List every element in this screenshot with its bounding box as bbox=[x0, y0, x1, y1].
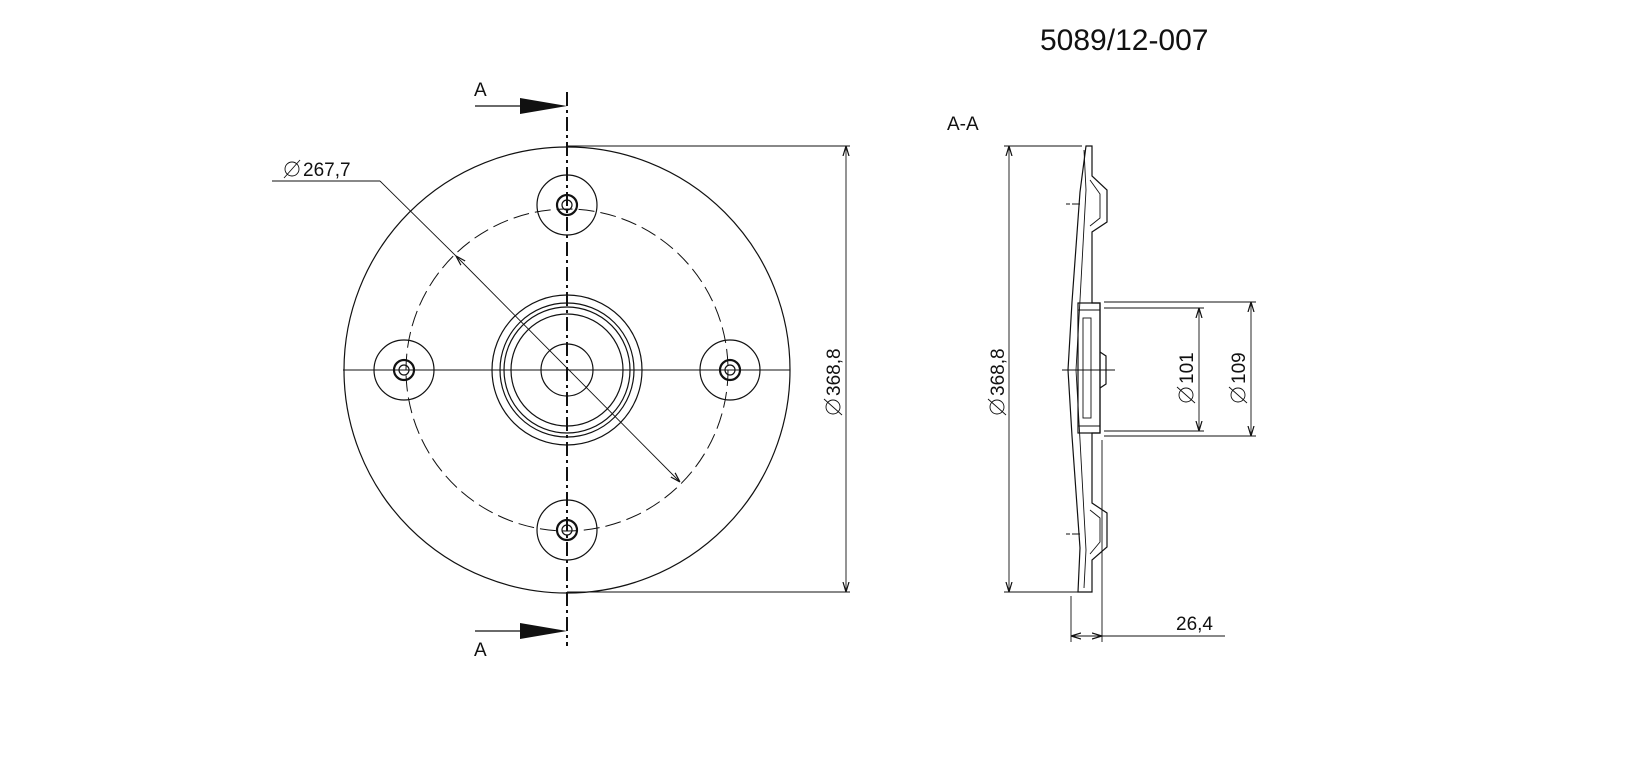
dim-thickness: 26,4 bbox=[1070, 440, 1225, 642]
dim-inner-109-value: 109 bbox=[1229, 352, 1250, 384]
dim-outer-diameter-front: 368,8 bbox=[567, 145, 850, 593]
section-letter-bottom: A bbox=[474, 640, 487, 661]
section-view-label: A-A bbox=[947, 114, 979, 135]
dim-outer-diameter-section-value: 368,8 bbox=[988, 348, 1009, 396]
dim-outer-diameter-front-value: 368,8 bbox=[824, 348, 845, 396]
dim-bolt-circle: 267,7 bbox=[272, 159, 680, 482]
plate-profile bbox=[1067, 145, 1108, 593]
hub-section bbox=[1077, 302, 1101, 434]
hub-bore-section bbox=[1082, 317, 1092, 419]
section-arrow-top: A bbox=[474, 80, 567, 114]
dim-inner-101-value: 101 bbox=[1177, 352, 1198, 384]
lower-boss-inner bbox=[1089, 509, 1101, 555]
dim-inner-109: 109 bbox=[1104, 301, 1256, 437]
dim-inner-101: 101 bbox=[1104, 307, 1204, 432]
section-arrow-bottom: A bbox=[474, 623, 567, 661]
section-view: A-A 368,8 bbox=[947, 114, 1256, 642]
part-number: 5089/12-007 bbox=[1040, 24, 1209, 57]
section-letter-top: A bbox=[474, 80, 487, 101]
front-view: A A 267,7 368,8 bbox=[272, 80, 850, 661]
upper-boss-inner bbox=[1089, 179, 1101, 227]
dim-bolt-circle-value: 267,7 bbox=[303, 160, 351, 181]
dim-thickness-value: 26,4 bbox=[1176, 614, 1213, 635]
dim-outer-diameter-section: 368,8 bbox=[987, 145, 1082, 593]
